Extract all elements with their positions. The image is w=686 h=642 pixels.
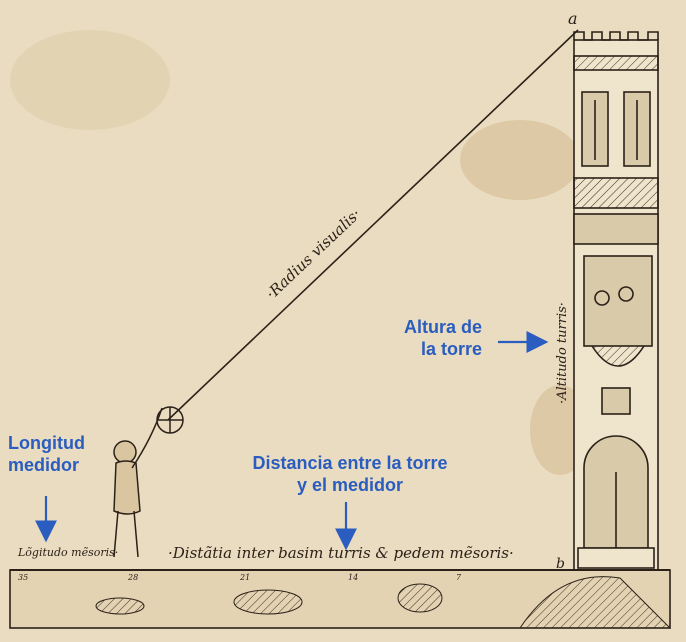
label-distantia: ·Distãtia inter basim turris & pedem mẽs… [168, 544, 514, 562]
scale-mark-21: 21 [239, 573, 250, 582]
label-radius: ·Radius visualis· [262, 205, 364, 303]
sight-line [167, 29, 579, 421]
label-altitudo: ·Altitudo turris· [555, 302, 570, 404]
annotation-tower-height: Altura de la torre [404, 316, 482, 360]
ground [9, 569, 672, 629]
annotation-distance-line2: y el medidor [296, 475, 404, 495]
annotation-distance-line1: Distancia entre la torre [252, 453, 448, 473]
measurer-figure [113, 407, 163, 558]
annotation-measurer-length: Longitud medidor [8, 432, 85, 476]
annotation-tower-height-line2: la torre [420, 339, 483, 359]
scale-mark-28: 28 [127, 573, 138, 582]
scale-mark-14: 14 [348, 573, 358, 582]
label-corner-a: a [568, 9, 578, 28]
label-longitudo: Lõgitudo mẽsoris· [17, 546, 118, 559]
label-corner-b: b [556, 556, 565, 572]
tower [573, 31, 659, 573]
annotation-measurer-length-line1: Longitud [8, 433, 85, 453]
annotation-measurer-length-line2: medidor [8, 455, 80, 475]
scale-mark-35: 35 [18, 573, 28, 582]
scale-mark-7: 7 [456, 573, 462, 582]
paper-stains [10, 30, 590, 475]
annotation-distance: Distancia entre la torre y el medidor [244, 452, 456, 496]
annotation-tower-height-line1: Altura de [404, 317, 483, 337]
